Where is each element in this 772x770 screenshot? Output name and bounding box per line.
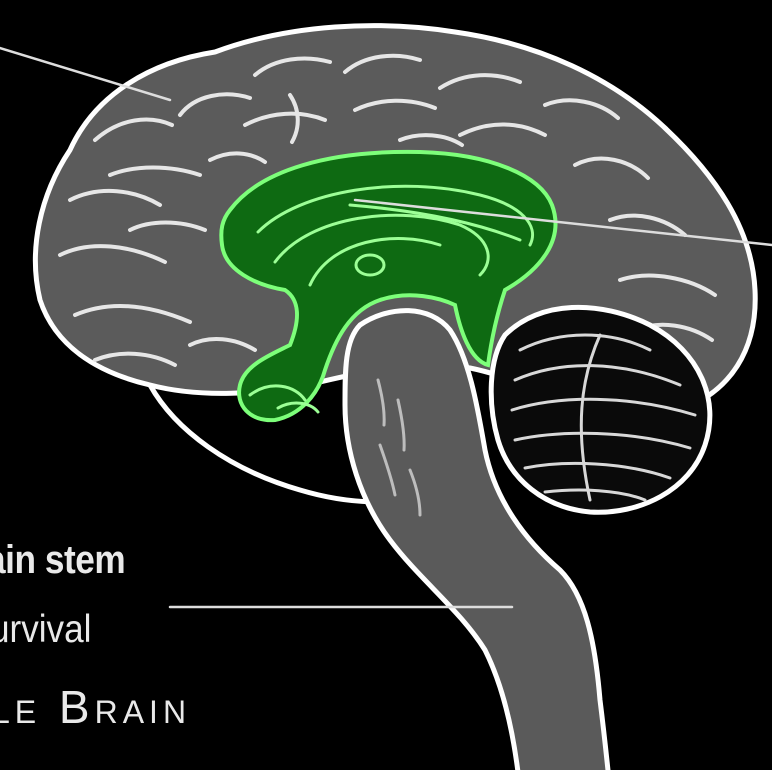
brain-caption: le Brain [0, 680, 191, 734]
brain-stem-heading: ain stem [0, 538, 125, 583]
survival-subheading: urvival [0, 608, 91, 652]
